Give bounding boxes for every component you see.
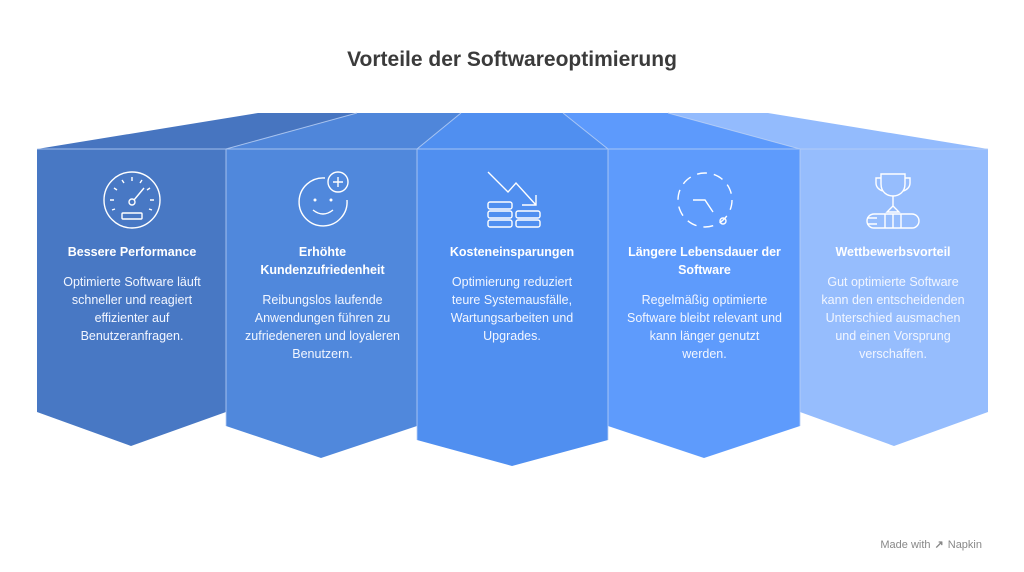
panel-5 bbox=[800, 149, 988, 446]
smiley-plus-icon bbox=[297, 171, 349, 227]
panel-1-cap bbox=[37, 113, 357, 149]
benefit-heading: Erhöhte Kundenzufriedenheit bbox=[260, 245, 385, 277]
panel-3 bbox=[417, 149, 608, 466]
panel-5-cap bbox=[668, 113, 988, 149]
benefit-card-satisfaction: Erhöhte Kundenzufriedenheit Reibungslos … bbox=[245, 170, 400, 363]
benefit-text: Optimierte Software läuft schneller und … bbox=[63, 275, 201, 343]
made-with-napkin-badge[interactable]: Made with ↗ Napkin bbox=[880, 538, 982, 552]
footer-label: Made with bbox=[880, 538, 931, 551]
benefit-text: Regelmäßig optimierte Software bleibt re… bbox=[627, 293, 782, 361]
benefit-card-cost: Kosteneinsparungen Optimierung reduziert… bbox=[437, 170, 587, 345]
panel-4 bbox=[608, 149, 800, 458]
benefit-card-performance: Bessere Performance Optimierte Software … bbox=[52, 170, 212, 345]
benefit-heading: Bessere Performance bbox=[67, 245, 197, 259]
panel-1 bbox=[37, 149, 226, 446]
benefit-text: Gut optimierte Software kann den entsche… bbox=[821, 275, 965, 361]
speedometer-icon bbox=[103, 171, 161, 229]
benefit-text: Optimierung reduziert teure Systemausfäl… bbox=[450, 275, 574, 343]
panel-2 bbox=[226, 149, 417, 458]
benefit-text: Reibungslos laufende Anwendungen führen … bbox=[245, 293, 400, 361]
panel-2-cap bbox=[226, 113, 461, 149]
panel-3-cap bbox=[417, 113, 608, 149]
trophy-icon bbox=[866, 173, 920, 229]
coins-trend-down-icon bbox=[487, 171, 541, 228]
benefit-heading: Längere Lebensdauer der Software bbox=[628, 245, 781, 277]
benefit-card-competitive: Wettbewerbsvorteil Gut optimierte Softwa… bbox=[817, 170, 969, 363]
page-title: Vorteile der Softwareoptimierung bbox=[347, 48, 677, 71]
footer-brand: Napkin bbox=[947, 538, 982, 551]
benefit-heading: Wettbewerbsvorteil bbox=[835, 245, 951, 259]
napkin-logo-icon: ↗ bbox=[934, 539, 944, 551]
clock-dashed-icon bbox=[676, 172, 733, 228]
panel-4-cap bbox=[563, 113, 800, 149]
benefit-card-lifespan: Längere Lebensdauer der Software Regelmä… bbox=[627, 170, 782, 363]
benefit-heading: Kosteneinsparungen bbox=[449, 245, 575, 259]
